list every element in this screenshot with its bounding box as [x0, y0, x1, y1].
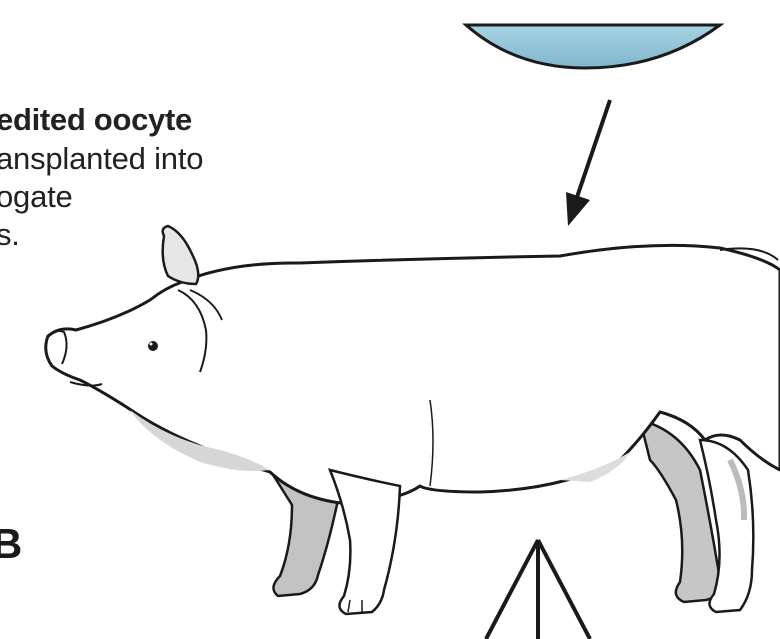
- pig-front-leg: [330, 470, 400, 614]
- pig-ear: [163, 226, 199, 284]
- lineage-lines: [486, 540, 590, 639]
- transfer-arrow: [566, 100, 610, 226]
- oocyte-cell: [466, 25, 720, 68]
- pig-eye: [148, 341, 158, 351]
